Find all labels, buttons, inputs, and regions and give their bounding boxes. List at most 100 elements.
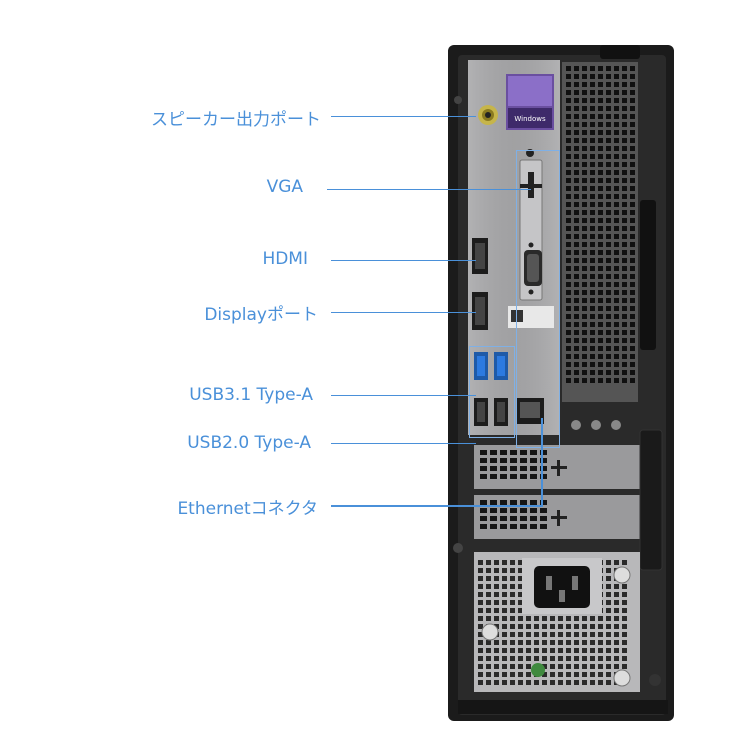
vent-hole	[630, 378, 635, 383]
vent-hole	[630, 162, 635, 167]
vent-hole	[500, 508, 507, 513]
vent-hole	[510, 624, 515, 629]
vent-hole	[582, 290, 587, 295]
vent-hole	[630, 98, 635, 103]
vent-hole	[622, 234, 627, 239]
vent-hole	[574, 154, 579, 159]
vent-hole	[502, 568, 507, 573]
vent-hole	[490, 516, 497, 521]
vent-hole	[614, 66, 619, 71]
vent-hole	[606, 592, 611, 597]
vent-hole	[590, 186, 595, 191]
vent-hole	[590, 226, 595, 231]
vent-hole	[566, 74, 571, 79]
vent-hole	[590, 234, 595, 239]
vent-hole	[598, 378, 603, 383]
vent-hole	[574, 82, 579, 87]
speaker-port	[478, 105, 498, 125]
vent-hole	[622, 122, 627, 127]
vent-hole	[598, 162, 603, 167]
vent-hole	[550, 640, 555, 645]
vent-hole	[606, 202, 611, 207]
vent-hole	[598, 146, 603, 151]
vent-hole	[598, 616, 603, 621]
vent-hole	[606, 98, 611, 103]
vent-hole	[614, 154, 619, 159]
vent-hole	[480, 458, 487, 463]
vent-hole	[582, 640, 587, 645]
vent-hole	[480, 466, 487, 471]
vent-hole	[622, 194, 627, 199]
expansion-slot-1	[474, 445, 642, 489]
vent-hole	[582, 266, 587, 271]
vent-hole	[606, 600, 611, 605]
vent-hole	[478, 632, 483, 637]
vent-hole	[622, 74, 627, 79]
vent-hole	[582, 354, 587, 359]
vent-hole	[566, 378, 571, 383]
vent-hole	[614, 560, 619, 565]
vent-hole	[630, 186, 635, 191]
vent-hole	[582, 138, 587, 143]
vent-hole	[502, 640, 507, 645]
vent-hole	[606, 370, 611, 375]
vent-hole	[606, 90, 611, 95]
vent-hole	[590, 640, 595, 645]
vent-hole	[530, 516, 537, 521]
vent-hole	[530, 450, 537, 455]
vent-hole	[478, 672, 483, 677]
vent-hole	[490, 474, 497, 479]
vent-hole	[622, 346, 627, 351]
vent-hole	[566, 648, 571, 653]
vent-hole	[494, 568, 499, 573]
vent-hole	[566, 66, 571, 71]
vent-hole	[598, 672, 603, 677]
vent-hole	[590, 672, 595, 677]
vent-hole	[526, 624, 531, 629]
vent-hole	[510, 508, 517, 513]
vent-hole	[574, 106, 579, 111]
vent-hole	[518, 632, 523, 637]
vent-hole	[494, 592, 499, 597]
vent-hole	[590, 162, 595, 167]
vent-hole	[574, 202, 579, 207]
vent-hole	[622, 106, 627, 111]
vent-hole	[582, 656, 587, 661]
usb20-ports	[474, 398, 508, 426]
vent-hole	[630, 114, 635, 119]
vent-hole	[582, 178, 587, 183]
vent-hole	[510, 648, 515, 653]
power-supply	[474, 552, 640, 692]
vent-hole	[614, 146, 619, 151]
leader-ethernet	[331, 505, 543, 507]
vent-hole	[518, 568, 523, 573]
vent-hole	[520, 500, 527, 505]
vent-hole	[574, 210, 579, 215]
vent-hole	[478, 656, 483, 661]
vent-hole	[486, 568, 491, 573]
vent-hole	[590, 114, 595, 119]
vent-hole	[540, 458, 547, 463]
vent-hole	[630, 170, 635, 175]
vent-hole	[582, 616, 587, 621]
vent-hole	[590, 82, 595, 87]
vent-hole	[590, 258, 595, 263]
vent-hole	[606, 258, 611, 263]
vent-hole	[500, 524, 507, 529]
vent-hole	[630, 202, 635, 207]
vent-hole	[614, 624, 619, 629]
vent-hole	[566, 170, 571, 175]
vent-hole	[566, 98, 571, 103]
vent-hole	[486, 640, 491, 645]
vent-hole	[622, 258, 627, 263]
label-hdmi: HDMI	[262, 249, 308, 269]
vent-hole	[598, 330, 603, 335]
vent-hole	[582, 362, 587, 367]
vent-hole	[614, 258, 619, 263]
vent-hole	[582, 370, 587, 375]
vent-hole	[614, 186, 619, 191]
vent-hole	[510, 466, 517, 471]
vent-hole	[630, 226, 635, 231]
vent-hole	[490, 466, 497, 471]
